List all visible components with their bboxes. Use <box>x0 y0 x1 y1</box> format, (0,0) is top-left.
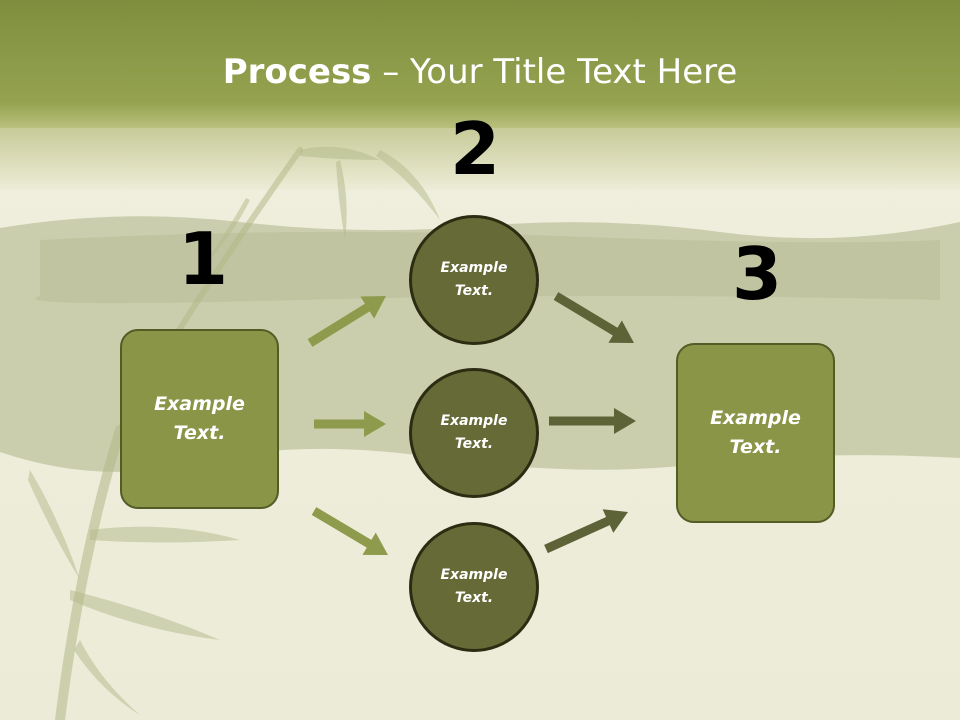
bamboo-leaves <box>28 146 440 715</box>
middle-circle-2: Example Text. <box>409 368 539 498</box>
step-1-box: Example Text. <box>120 329 279 509</box>
step-3-text: Example Text. <box>710 407 801 458</box>
step-2-number: 2 <box>450 107 501 191</box>
arrow-to-circle-2 <box>314 411 386 437</box>
title-rest: – Your Title Text Here <box>371 52 738 92</box>
step-3-box: Example Text. <box>676 343 835 523</box>
step-1-text: Example Text. <box>154 393 245 444</box>
arrows <box>307 292 636 555</box>
arrow-from-circle-2 <box>549 408 636 434</box>
middle-circle-1: Example Text. <box>409 215 539 345</box>
step-3-number: 3 <box>732 232 783 316</box>
middle-circle-1-text: Example Text. <box>440 260 508 299</box>
step-1-number: 1 <box>178 217 229 301</box>
page-title: Process – Your Title Text Here <box>0 52 960 92</box>
arrow-from-circle-1 <box>553 292 634 343</box>
title-bold: Process <box>222 52 372 92</box>
middle-circle-3: Example Text. <box>409 522 539 652</box>
middle-circle-3-text: Example Text. <box>440 567 508 606</box>
arrow-to-circle-3 <box>311 507 388 555</box>
header-fade <box>0 128 960 190</box>
middle-circle-2-text: Example Text. <box>440 413 508 452</box>
arrow-from-circle-3 <box>544 509 628 554</box>
header-band <box>0 0 960 128</box>
arrow-to-circle-1 <box>307 296 386 347</box>
